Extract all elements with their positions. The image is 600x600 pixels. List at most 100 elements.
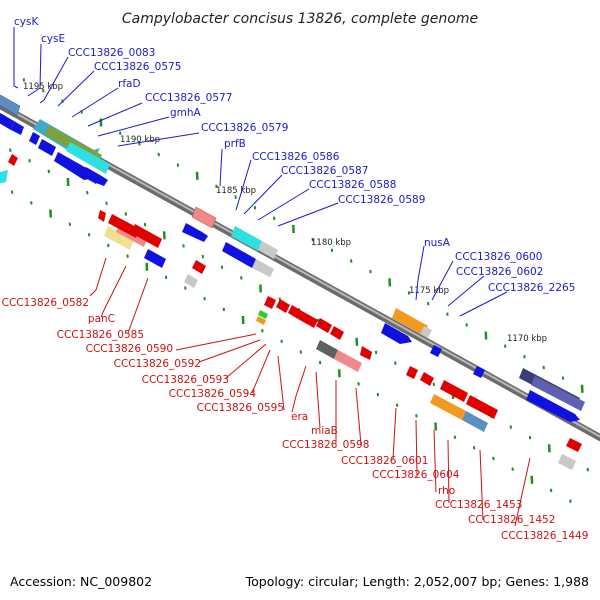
gene-label-miab[interactable]: miaB	[311, 425, 338, 437]
gene-label[interactable]: CCC13826_0587	[281, 165, 368, 177]
gene-arrow-0588[interactable]	[222, 242, 256, 268]
gene-label[interactable]: CCC13826_0575	[94, 61, 181, 73]
accession-text: Accession: NC_009802	[10, 574, 152, 589]
gene-arrow-0593[interactable]	[256, 316, 266, 325]
gene-arrow-2265[interactable]	[430, 345, 442, 357]
gene-arrow[interactable]	[330, 326, 344, 340]
gene-arrow[interactable]	[184, 274, 198, 288]
gene-arrow[interactable]	[473, 366, 485, 378]
gene-label[interactable]: CCC13826_0083	[68, 47, 155, 59]
gene-arrow[interactable]	[420, 372, 434, 386]
gene-arrow[interactable]	[288, 305, 302, 319]
gene-label[interactable]: CCC13826_0577	[145, 92, 232, 104]
gene-arrow[interactable]	[8, 154, 18, 166]
gene-label[interactable]: CCC13826_0592	[114, 358, 201, 370]
gene-arrow[interactable]	[298, 311, 318, 328]
gene-arrow[interactable]	[440, 380, 468, 402]
gene-label-cyse[interactable]: cysE	[41, 33, 65, 45]
gene-label[interactable]: CCC13826_0589	[338, 194, 425, 206]
gene-arrow-0594[interactable]	[316, 340, 338, 359]
gene-label-gmha[interactable]: gmhA	[170, 107, 202, 119]
gene-arrow[interactable]	[11, 121, 24, 135]
gene-arrow[interactable]	[276, 299, 290, 313]
gene-arrow-0582[interactable]	[104, 226, 134, 250]
gene-arrow-0602[interactable]	[381, 323, 412, 344]
gene-label-rfad[interactable]: rfaD	[118, 78, 141, 90]
gene-arrow-0577[interactable]	[29, 132, 40, 145]
forward-genes	[0, 92, 585, 422]
gene-label[interactable]: CCC13826_0594	[169, 388, 257, 400]
gene-arrow-rfad[interactable]	[66, 142, 110, 174]
forward-labels: cysK cysE CCC13826_0083 CCC13826_0575 rf…	[14, 16, 575, 294]
gene-arrow-nusa[interactable]	[392, 308, 428, 336]
tick-marks	[9, 78, 589, 503]
gene-arrow-0590[interactable]	[264, 296, 276, 309]
gene-arrow[interactable]	[192, 260, 206, 274]
gene-arrow-cyse[interactable]	[0, 110, 14, 130]
gene-arrow[interactable]	[131, 224, 162, 248]
gene-label[interactable]: CCC13826_2265	[488, 282, 575, 294]
gene-arrow-era[interactable]	[360, 346, 372, 360]
gene-arrow[interactable]	[96, 175, 108, 186]
gene-arrow-cysk[interactable]	[0, 92, 21, 116]
reverse-genes	[8, 154, 582, 470]
gene-arrow-0595[interactable]	[334, 350, 362, 372]
gene-arrow-0600[interactable]	[420, 326, 432, 338]
gene-label[interactable]: CCC13826_0600	[455, 251, 542, 263]
gene-arrow[interactable]	[144, 249, 166, 268]
gene-arrow[interactable]	[526, 390, 580, 422]
gene-label[interactable]: CCC13826_1449	[501, 530, 588, 542]
gene-arrow-0601[interactable]	[406, 366, 418, 379]
gene-arrow-0586[interactable]	[231, 226, 262, 251]
kbp-label: 1190 kbp	[120, 135, 160, 145]
gene-arrow-0587[interactable]	[258, 241, 278, 259]
gene-label[interactable]: CCC13826_1452	[468, 514, 555, 526]
gene-label[interactable]: CCC13826_0588	[309, 179, 396, 191]
reverse-labels: CCC13826_0582 panC CCC13826_0585 CCC1382…	[2, 297, 589, 542]
kbp-label: 1170 kbp	[507, 334, 547, 344]
gene-arrow-1452[interactable]	[566, 438, 582, 452]
kbp-label: 1180 kbp	[311, 238, 351, 248]
gene-label[interactable]: CCC13826_0593	[142, 374, 229, 386]
gene-label[interactable]: CCC13826_0579	[201, 122, 288, 134]
gene-label-panc[interactable]: panC	[88, 313, 115, 325]
gene-label[interactable]: CCC13826_0602	[456, 266, 543, 278]
gene-label[interactable]: CCC13826_0595	[197, 402, 284, 414]
forward-label-connectors	[13, 27, 508, 317]
gene-label[interactable]: CCC13826_0586	[252, 151, 340, 163]
gene-arrow-gmha[interactable]	[38, 139, 56, 156]
gene-arrow-1449[interactable]	[558, 454, 576, 470]
gene-label[interactable]: CCC13826_0585	[57, 329, 144, 341]
gene-label[interactable]: CCC13826_0590	[86, 343, 173, 355]
gene-arrow[interactable]	[316, 318, 332, 333]
gene-label[interactable]: CCC13826_0582	[2, 297, 89, 309]
gene-arrow[interactable]	[98, 210, 106, 222]
kbp-label: 1175 kbp	[409, 286, 449, 296]
gene-label-nusa[interactable]: nusA	[424, 237, 451, 249]
gene-label[interactable]: CCC13826_0604	[372, 469, 460, 481]
gene-label[interactable]: CCC13826_1453	[435, 499, 522, 511]
gene-arrow-0589[interactable]	[252, 259, 274, 277]
gene-arrow-rho[interactable]	[430, 394, 466, 420]
gene-label-cysk[interactable]: cysK	[14, 16, 39, 28]
kbp-label: 1195 kbp	[23, 82, 63, 92]
gene-arrow[interactable]	[182, 223, 208, 242]
page-title: Campylobacter concisus 13826, complete g…	[122, 11, 478, 27]
gene-label-era[interactable]: era	[291, 411, 308, 423]
gene-arrow-0592[interactable]	[258, 310, 268, 319]
gene-label-rho[interactable]: rho	[438, 485, 455, 497]
gene-arrow-0604[interactable]	[466, 395, 498, 419]
gene-label-prfb[interactable]: prfB	[224, 138, 246, 150]
gene-arrow[interactable]	[531, 376, 585, 411]
gene-arrow-1453[interactable]	[462, 411, 488, 432]
gene-label[interactable]: CCC13826_0598	[282, 439, 369, 451]
gene-label[interactable]: CCC13826_0601	[341, 455, 428, 467]
gene-arrow[interactable]	[0, 170, 8, 184]
topology-text: Topology: circular; Length: 2,052,007 bp…	[245, 574, 589, 589]
kbp-label: 1185 kbp	[216, 186, 256, 196]
gene-arrow-prfb[interactable]	[191, 206, 217, 229]
gene-arrow[interactable]	[82, 167, 100, 184]
kbp-labels: 1195 kbp 1190 kbp 1185 kbp 1180 kbp 1175…	[23, 82, 547, 344]
